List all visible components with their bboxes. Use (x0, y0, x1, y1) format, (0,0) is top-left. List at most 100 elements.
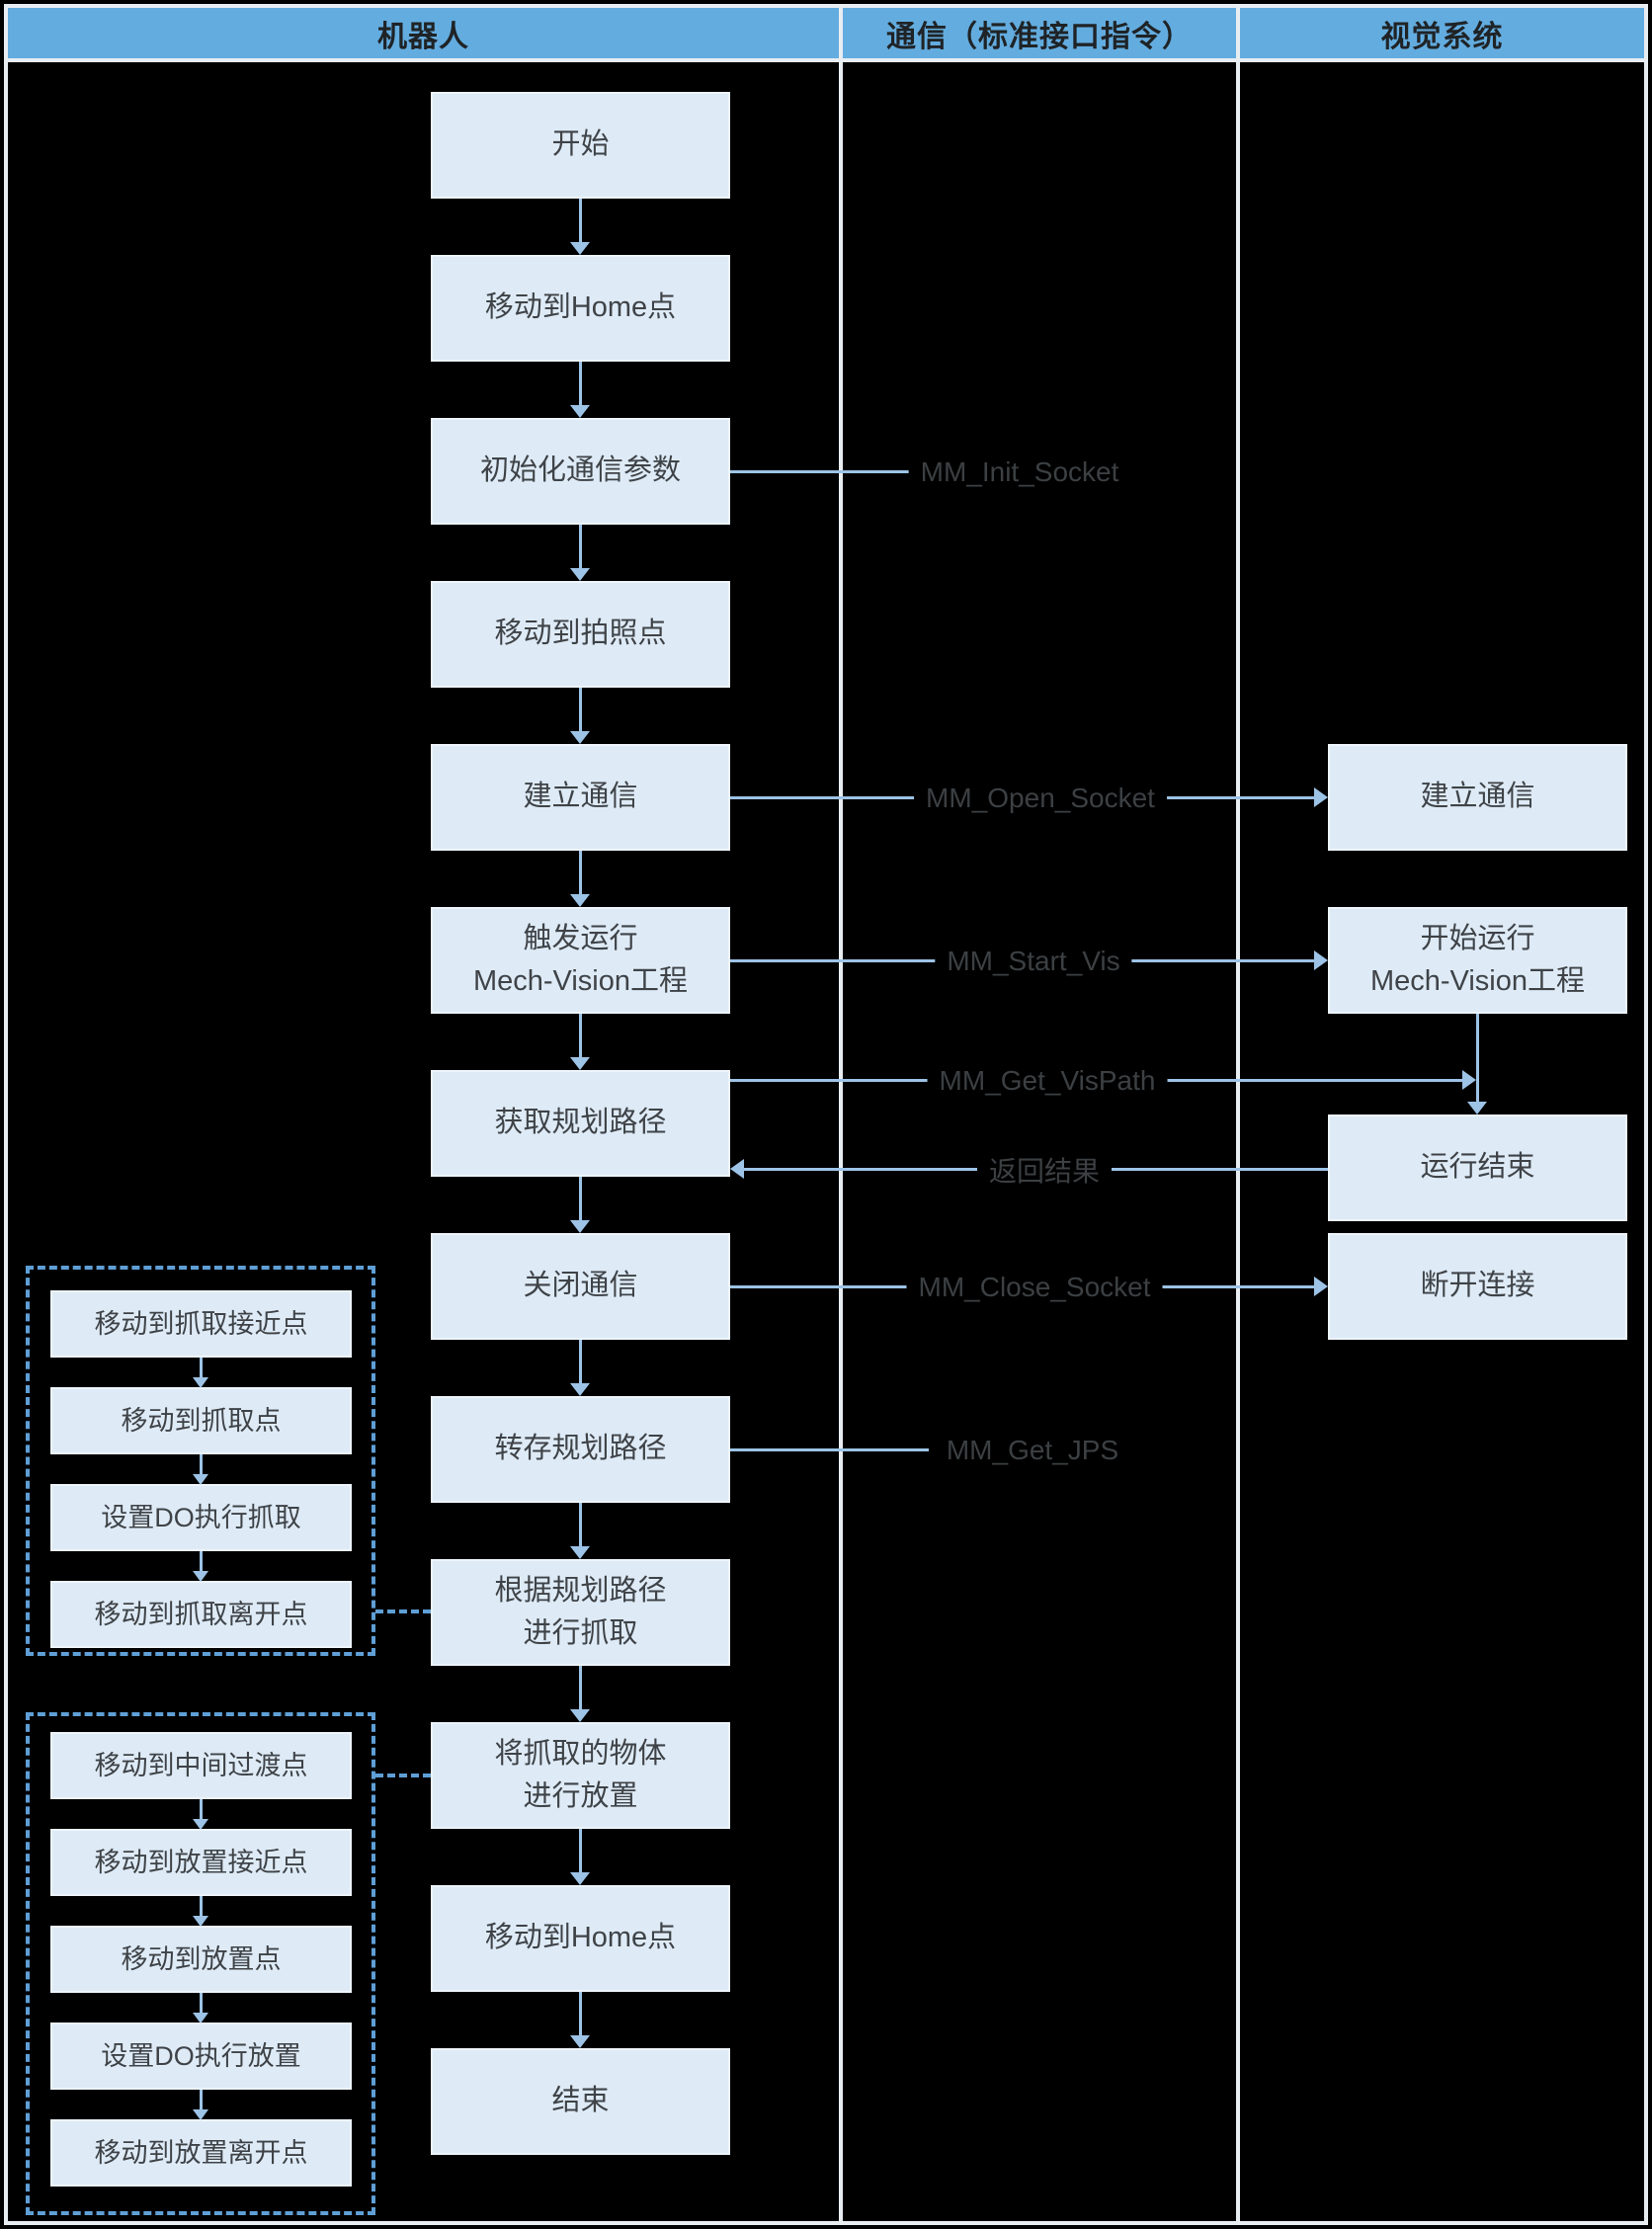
node-label: 设置DO执行放置 (101, 2040, 301, 2071)
arrow-down-icon (570, 242, 590, 255)
arrow-down-icon (570, 1220, 590, 1233)
arrow-down-line (579, 1829, 582, 1872)
node-label: 初始化通信参数 (479, 454, 681, 487)
arrow-down-line (579, 1014, 582, 1057)
node-label: 获取规划路径 (494, 1107, 667, 1139)
arrow-down-icon (193, 1571, 208, 1582)
arrow-down-icon (570, 1709, 590, 1722)
arrow-right-icon (1462, 1070, 1476, 1090)
group-node-move-grasp-approach: 移动到抓取接近点 (50, 1290, 352, 1358)
arrow-down-icon (570, 568, 590, 581)
arrow-down-icon (193, 1916, 208, 1927)
node-label: 建立通信 (1420, 781, 1535, 813)
group-node-set-do-grasp: 设置DO执行抓取 (50, 1484, 352, 1551)
label-mm-close-socket: MM_Close_Socket (906, 1272, 1163, 1303)
group-node-move-mid-transition: 移动到中间过渡点 (50, 1732, 352, 1799)
flow-node-get-planned-path: 获取规划路径 (431, 1070, 730, 1177)
node-label: 触发运行 (523, 922, 638, 954)
grasp-group-dashed-connector (375, 1610, 431, 1613)
node-label: 移动到中间过渡点 (94, 1750, 308, 1780)
arrow-right-icon (1314, 1277, 1328, 1296)
node-label: 开始 (551, 128, 610, 161)
header-cell-robot: 机器人 (8, 8, 839, 58)
flow-node-place-object: 将抓取的物体进行放置 (431, 1722, 730, 1829)
arrow-down-line (579, 1503, 582, 1546)
node-label: 断开连接 (1420, 1270, 1535, 1302)
label-mm-get-jps: MM_Get_JPS (934, 1435, 1131, 1466)
label-mm-get-vispath: MM_Get_VisPath (927, 1065, 1168, 1097)
place-group-outline (26, 1712, 375, 2215)
header-row (8, 8, 1644, 58)
node-label: 根据规划路径 (494, 1574, 667, 1607)
flow-node-move-home-2: 移动到Home点 (431, 1885, 730, 1992)
node-label: 移动到放置离开点 (94, 2137, 308, 2168)
node-label: Mech-Vision工程 (1369, 965, 1586, 997)
arrow-down-icon (570, 1546, 590, 1559)
node-label: 移动到Home点 (484, 291, 677, 324)
column-divider (1236, 62, 1240, 2221)
arrow-down-line (579, 525, 582, 568)
flow-node-save-planned-path: 转存规划路径 (431, 1396, 730, 1503)
arrow-down-icon (570, 1057, 590, 1070)
flow-node-end: 结束 (431, 2048, 730, 2155)
arrow-down-line (200, 1551, 203, 1571)
group-node-set-do-place: 设置DO执行放置 (50, 2023, 352, 2090)
label-mm-open-socket: MM_Open_Socket (914, 783, 1167, 814)
arrow-down-line (579, 362, 582, 405)
diagram-frame (4, 4, 1648, 2225)
node-label: 移动到拍照点 (494, 618, 667, 650)
arrow-down-line (579, 1666, 582, 1709)
header-cell-vision: 视觉系统 (1240, 8, 1644, 58)
arrow-down-icon (570, 405, 590, 418)
place-group-dashed-connector (375, 1774, 431, 1777)
arrow-down-icon (193, 1474, 208, 1485)
label-mm-start-vis: MM_Start_Vis (935, 946, 1132, 977)
group-node-move-place-point: 移动到放置点 (50, 1926, 352, 1993)
label-mm-init-socket: MM_Init_Socket (908, 456, 1131, 488)
connector-get-jps (730, 1448, 929, 1451)
vision-node-run-finished: 运行结束 (1328, 1114, 1627, 1221)
arrow-down-line (579, 688, 582, 731)
arrow-down-line (579, 199, 582, 242)
arrow-down-icon (570, 2035, 590, 2048)
vision-node-disconnect: 断开连接 (1328, 1233, 1627, 1340)
group-node-move-grasp-point: 移动到抓取点 (50, 1387, 352, 1454)
arrow-down-line (579, 1177, 582, 1220)
arrow-down-icon (1467, 1102, 1487, 1114)
node-label: 移动到放置点 (121, 1943, 282, 1974)
arrow-down-icon (570, 1872, 590, 1885)
flow-node-start: 开始 (431, 92, 730, 199)
header-label-robot: 机器人 (377, 20, 469, 53)
node-label: 转存规划路径 (494, 1433, 667, 1465)
node-label: 关闭通信 (523, 1270, 638, 1302)
arrow-down-line (579, 851, 582, 894)
arrow-down-icon (193, 1377, 208, 1388)
header-separator (1236, 8, 1240, 58)
node-label: 进行抓取 (523, 1617, 638, 1649)
arrow-down-line (200, 1454, 203, 1474)
node-label: 运行结束 (1420, 1151, 1535, 1184)
arrow-down-icon (193, 1819, 208, 1830)
flow-node-move-home: 移动到Home点 (431, 255, 730, 362)
arrow-left-icon (730, 1159, 744, 1179)
arrow-down-line (200, 1799, 203, 1819)
flow-node-close-comm: 关闭通信 (431, 1233, 730, 1340)
node-label: 开始运行 (1420, 922, 1535, 954)
arrow-down-line (200, 1358, 203, 1377)
flow-node-grasp-by-path: 根据规划路径进行抓取 (431, 1559, 730, 1666)
header-separator (839, 8, 843, 58)
connector-init-socket (730, 470, 909, 473)
header-cell-comm: 通信（标准接口指令） (843, 8, 1236, 58)
group-node-move-place-approach: 移动到放置接近点 (50, 1829, 352, 1896)
node-label: 建立通信 (523, 781, 638, 813)
arrow-down-icon (570, 1383, 590, 1396)
node-label: 将抓取的物体 (494, 1737, 667, 1770)
arrow-right-icon (1314, 787, 1328, 807)
flow-node-move-photo-point: 移动到拍照点 (431, 581, 730, 688)
label-return-result: 返回结果 (976, 1150, 1113, 1190)
node-label: 移动到放置接近点 (94, 1847, 308, 1877)
grasp-group-outline (26, 1266, 375, 1656)
group-node-move-place-leave: 移动到放置离开点 (50, 2119, 352, 2187)
